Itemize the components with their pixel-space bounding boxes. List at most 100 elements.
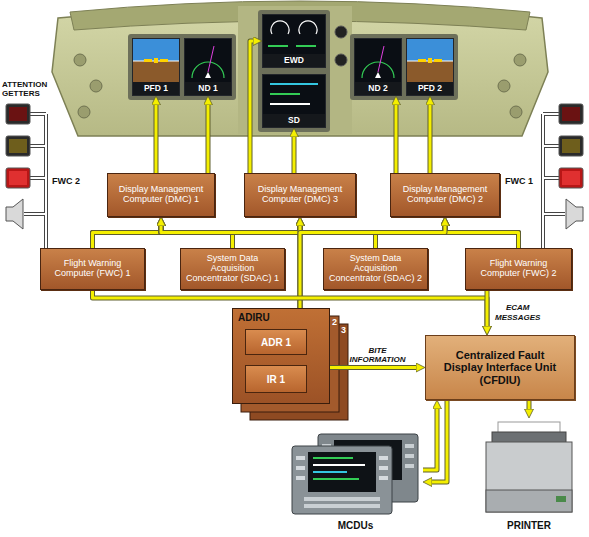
computer-box: Display Management Computer (DMC) 3 (244, 173, 356, 217)
attention-light (6, 104, 30, 124)
module-box: IR 1 (245, 365, 307, 393)
data-bus-line (445, 224, 519, 248)
connector-group (487, 290, 488, 328)
data-bus-line (376, 224, 446, 248)
data-bus-line (330, 366, 418, 369)
connector-outline (428, 103, 433, 173)
cockpit-panel (335, 26, 347, 38)
connector-group (300, 224, 376, 248)
computer-box: Flight Warning Computer (FWC) 1 (40, 248, 145, 290)
pfd-picture (132, 61, 180, 83)
node-text: Flight Warning Computer (FWC) 1 (45, 259, 140, 279)
mcdu-picture (304, 504, 380, 508)
connector-group (445, 224, 519, 248)
cockpit-panel (335, 54, 347, 66)
cockpit-panel (78, 106, 90, 118)
attention-light (6, 136, 30, 156)
printer-picture (486, 422, 572, 512)
node-text: EWD (263, 54, 325, 67)
node-text: ND 1 (185, 82, 231, 95)
data-bus-line (161, 224, 376, 248)
mcdu-picture (296, 466, 305, 470)
attention-light (559, 104, 583, 124)
computer-box: Display Management Computer (DMC) 2 (390, 173, 500, 217)
nd-picture (354, 38, 402, 83)
node-text: Display Management Computer (DMC) 1 (112, 185, 210, 205)
node-text: System Data Acquisition Concentrator (SD… (185, 254, 280, 284)
display-screen: PFD 2 (406, 38, 454, 96)
mcdu-picture (304, 497, 380, 501)
connector-outline (93, 224, 446, 248)
node-text: IR 1 (267, 374, 285, 385)
data-bus-line (300, 224, 376, 248)
pfd-picture (406, 61, 454, 83)
data-bus-line (161, 224, 233, 248)
mcdu-picture (379, 456, 388, 460)
wire-label: FWC 1 (505, 176, 533, 186)
pfd-picture (406, 38, 454, 61)
mcdu-picture (313, 464, 365, 466)
data-bus-line (528, 400, 531, 411)
printer-picture (486, 490, 572, 512)
connector-group (161, 224, 376, 248)
label-holder: FWC 1 (505, 176, 533, 186)
attention-light (562, 139, 580, 153)
connector-group (376, 224, 446, 248)
data-bus-line (300, 224, 519, 248)
mcdu-picture (292, 446, 392, 514)
label-holder: 3 (341, 325, 346, 335)
nd-picture (375, 72, 381, 78)
connector-group (250, 41, 255, 173)
printer-picture (556, 496, 566, 502)
ecam-picture (270, 83, 318, 85)
connector-group (300, 224, 519, 248)
data-bus-line (300, 224, 445, 308)
display-screen: EWD (262, 14, 326, 68)
attention-light (559, 168, 583, 188)
ecam-picture (268, 45, 288, 47)
mcdu-picture (296, 456, 305, 460)
connector-outline (394, 103, 399, 173)
mcdu-units: MCDUs (288, 432, 423, 532)
nd-picture (208, 46, 214, 72)
nd-picture (205, 72, 211, 78)
cockpit-panel (510, 106, 522, 118)
data-bus-line (161, 224, 300, 308)
mcdu-picture (308, 452, 376, 492)
connector-outline (292, 135, 297, 173)
mcdu-picture (313, 457, 353, 459)
wire-label: FWC 2 (52, 176, 80, 186)
connector-outline (154, 103, 159, 173)
connector-outline (376, 224, 446, 248)
nd-picture (378, 46, 384, 72)
mcdu-picture (313, 478, 359, 480)
cockpit-panel (52, 1, 548, 136)
connector-group (396, 103, 397, 173)
data-bus-line (161, 224, 519, 248)
connector-outline (93, 224, 301, 248)
adiru-unit: ADIRUADR 1IR 1 (232, 308, 330, 404)
data-bus-line (423, 407, 437, 470)
connector-outline (161, 224, 233, 248)
attention-light (6, 168, 30, 188)
label-holder: 2 (332, 317, 337, 327)
pfd-picture (154, 58, 158, 63)
ecam-picture (299, 21, 317, 34)
ecam-picture (262, 14, 326, 55)
cockpit-panel (258, 10, 330, 132)
mcdu-picture (379, 476, 388, 480)
computer-box: Display Management Computer (DMC) 1 (107, 173, 215, 217)
data-bus-line (207, 103, 210, 173)
cockpit-panel (90, 80, 102, 92)
edge-label-holder: BITE INFORMATION (349, 346, 407, 364)
connector-outline (233, 224, 301, 248)
node-text: Display Management Computer (DMC) 3 (249, 185, 351, 205)
mcdu-picture (296, 476, 305, 480)
connector-outline (300, 224, 519, 248)
cockpit-panel (498, 80, 510, 92)
computer-box: System Data Acquisition Concentrator (SD… (180, 248, 285, 290)
connector-group (300, 224, 445, 308)
node-text: SD (263, 114, 325, 127)
